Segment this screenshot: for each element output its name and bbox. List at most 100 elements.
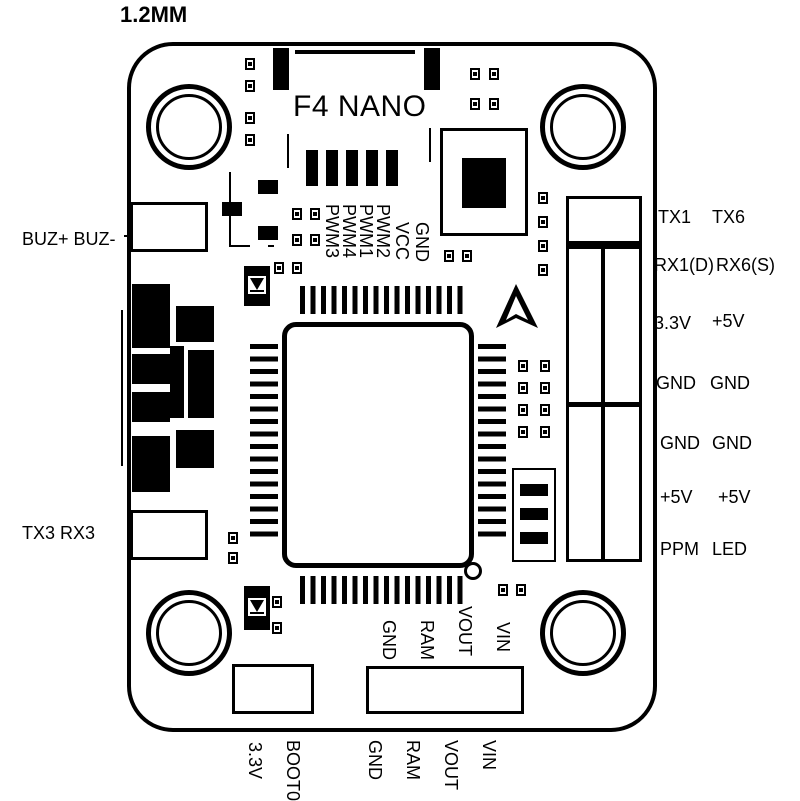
mcu-pin bbox=[394, 286, 400, 314]
mounting-hole-icon bbox=[146, 590, 232, 676]
power-component bbox=[132, 392, 170, 422]
buzzer-connector bbox=[130, 202, 208, 252]
mcu-pin bbox=[250, 456, 278, 462]
smd-pad bbox=[245, 134, 255, 146]
mcu-pin bbox=[342, 286, 347, 314]
smd-pad bbox=[518, 360, 528, 372]
smd-pad bbox=[444, 250, 454, 262]
mcu-pin bbox=[415, 576, 421, 604]
mcu-pin bbox=[447, 286, 452, 314]
header-pin bbox=[386, 150, 398, 186]
smd-pad bbox=[518, 382, 528, 394]
mcu-pin bbox=[250, 394, 278, 399]
mcu-pin bbox=[363, 286, 368, 314]
mcu-pin bbox=[478, 344, 506, 349]
smd-pad bbox=[470, 68, 480, 80]
mcu-pin bbox=[250, 506, 278, 512]
mcu-pin bbox=[478, 406, 506, 412]
mcu-chip bbox=[282, 322, 474, 568]
mcu-pins bbox=[250, 286, 506, 604]
mcu-pin bbox=[415, 286, 421, 314]
mcu-pin bbox=[478, 469, 506, 474]
pin1-marker bbox=[464, 562, 482, 580]
smd-pad bbox=[489, 98, 499, 110]
smd-pad bbox=[540, 426, 550, 438]
mcu-pin bbox=[250, 419, 278, 424]
power-component bbox=[132, 354, 170, 384]
smd-pad bbox=[228, 532, 238, 544]
power-component bbox=[170, 346, 184, 418]
mcu-pin bbox=[250, 381, 278, 387]
header-pin bbox=[326, 150, 338, 186]
thickness-label: 1.2MM bbox=[120, 2, 188, 27]
mcu-pin bbox=[373, 286, 379, 314]
mcu-pin bbox=[457, 286, 463, 314]
mcu-pin bbox=[405, 286, 410, 314]
smd-pad bbox=[310, 234, 320, 246]
right-row-b: TX6 bbox=[712, 207, 746, 227]
mcu-pin bbox=[250, 494, 278, 499]
usb-pad-right bbox=[424, 48, 440, 90]
smd-pad bbox=[540, 382, 550, 394]
mcu-pin bbox=[384, 576, 389, 604]
mcu-pin bbox=[436, 576, 442, 604]
header-pin bbox=[306, 150, 318, 186]
small-connector-pin bbox=[520, 484, 548, 496]
power-component bbox=[132, 284, 170, 348]
smd-pad bbox=[516, 584, 526, 596]
mcu-pin bbox=[384, 286, 389, 314]
mcu-pin bbox=[352, 576, 358, 604]
right-row-a: GND bbox=[660, 433, 700, 453]
mcu-pin bbox=[250, 369, 278, 374]
mcu-pin bbox=[342, 576, 347, 604]
small-connector-pin bbox=[520, 532, 548, 544]
small-connector bbox=[512, 468, 556, 562]
diode-icon bbox=[244, 266, 270, 306]
usb-pad-left bbox=[273, 48, 289, 90]
mcu-pin bbox=[250, 444, 278, 449]
smd-pad bbox=[540, 404, 550, 416]
mcu-pin bbox=[478, 519, 506, 524]
boot-connector bbox=[232, 664, 314, 714]
mcu-pin bbox=[352, 286, 358, 314]
smd-pad bbox=[292, 234, 302, 246]
mcu-pin bbox=[250, 344, 278, 349]
smd-pad bbox=[462, 250, 472, 262]
smd-pad bbox=[538, 240, 548, 252]
right-row-b: GND bbox=[710, 373, 750, 393]
right-connector-top bbox=[566, 196, 642, 244]
mcu-pin bbox=[310, 286, 316, 314]
mcu-pin bbox=[250, 469, 278, 474]
mcu-pin bbox=[331, 576, 337, 604]
regulator-pad bbox=[258, 180, 278, 194]
mcu-pin bbox=[457, 576, 463, 604]
smd-pad bbox=[498, 584, 508, 596]
smd-pad bbox=[292, 262, 302, 274]
mcu-pin bbox=[478, 381, 506, 387]
mcu-pin bbox=[394, 576, 400, 604]
smd-pad bbox=[292, 208, 302, 220]
mounting-hole-icon bbox=[146, 84, 232, 170]
right-row-a: TX1 bbox=[658, 207, 692, 227]
smd-pad bbox=[272, 596, 282, 608]
arrow-cutout bbox=[506, 296, 528, 320]
mcu-pin bbox=[436, 286, 442, 314]
smd-pad bbox=[538, 264, 548, 276]
buzzer-label: BUZ+ BUZ- bbox=[22, 229, 116, 249]
mcu-pin bbox=[250, 406, 278, 412]
header-pin bbox=[346, 150, 358, 186]
mcu-pin bbox=[478, 456, 506, 462]
smd-pad bbox=[538, 192, 548, 204]
smd-pad bbox=[245, 58, 255, 70]
mcu-pin bbox=[478, 531, 506, 537]
mounting-hole-icon bbox=[540, 84, 626, 170]
right-row-a: 3.3V bbox=[654, 313, 692, 333]
right-row-b: +5V bbox=[712, 311, 745, 331]
regulator-outline bbox=[229, 172, 274, 247]
connector-divider bbox=[566, 402, 642, 407]
right-row-a: RX1(D) bbox=[654, 255, 715, 275]
smd-pad bbox=[310, 208, 320, 220]
smd-pad bbox=[228, 552, 238, 564]
mcu-pin bbox=[478, 481, 506, 487]
